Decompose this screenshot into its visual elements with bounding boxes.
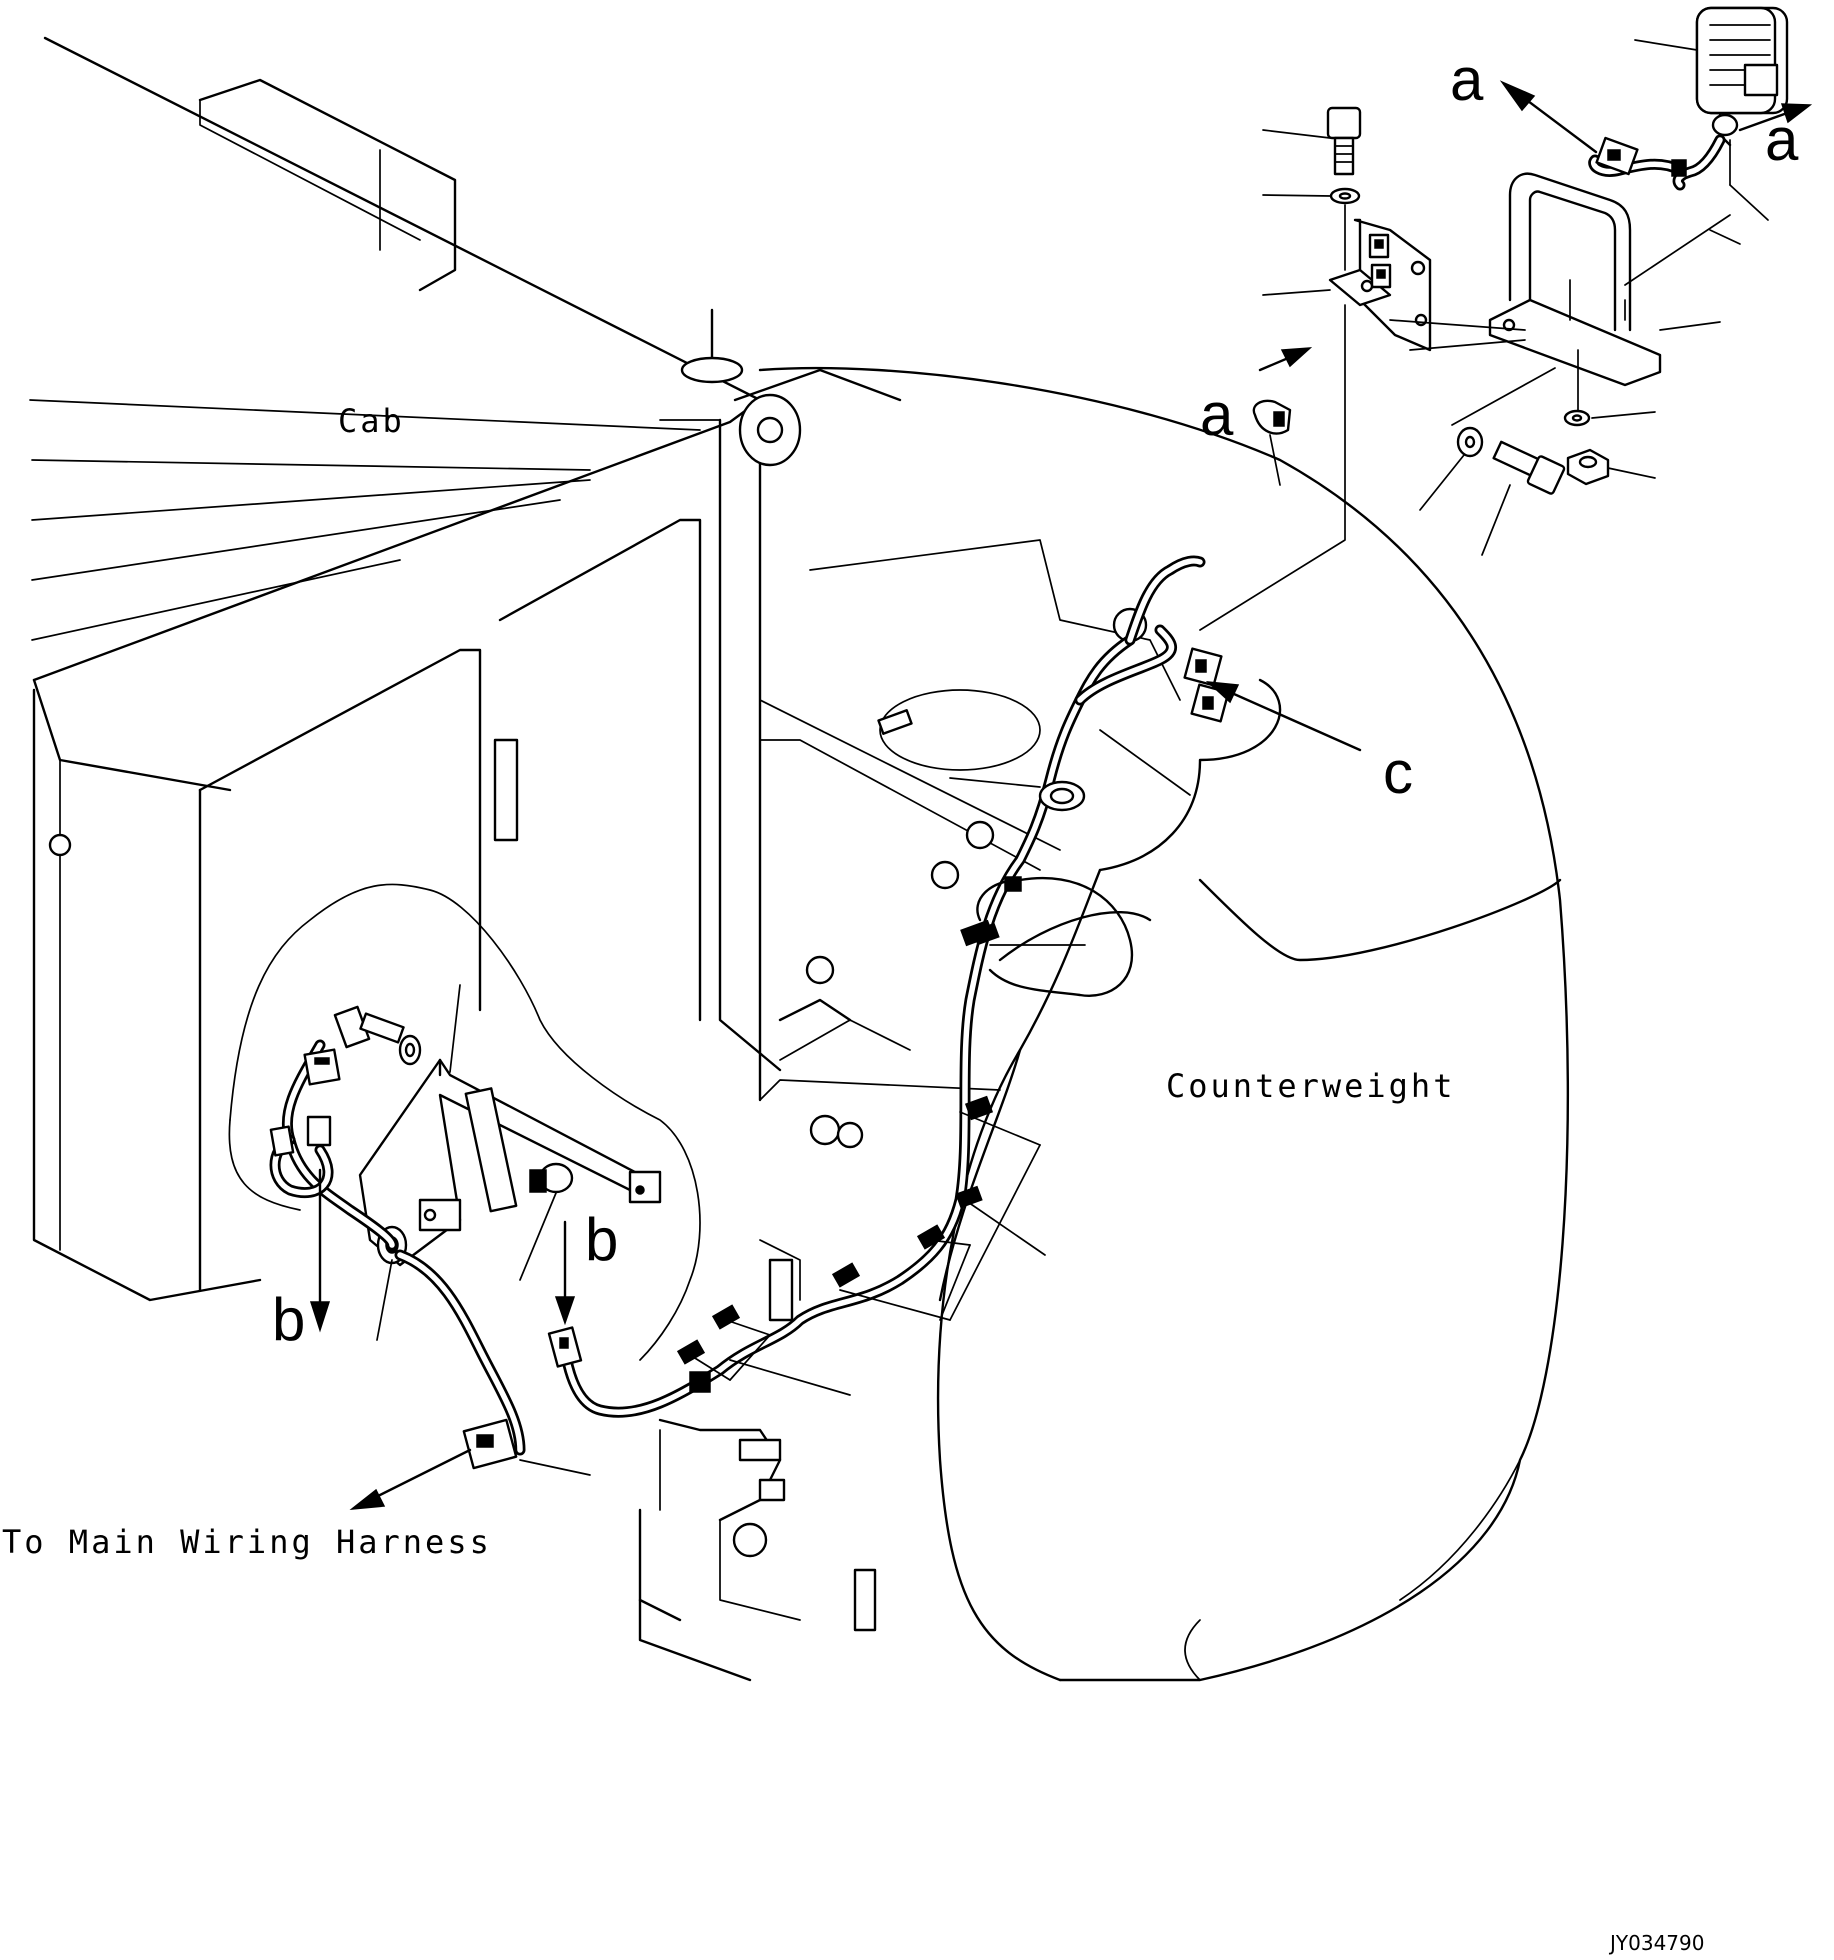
hinge-plate [853, 1568, 877, 1632]
ref-b-label: b [585, 1206, 618, 1273]
hardware-washer-mid [1456, 426, 1484, 458]
counterweight-label: Counterweight [1166, 1067, 1455, 1105]
hardware-washer-top [1329, 187, 1361, 205]
wire-clip [519, 1162, 574, 1281]
main-harness-label: To Main Wiring Harness [2, 1523, 492, 1561]
lamp-cable [1588, 134, 1726, 191]
mounting-bracket [358, 1058, 662, 1267]
cab-label: Cab [338, 402, 405, 440]
assembly-line [1409, 339, 1526, 351]
assembly-line [1451, 367, 1556, 426]
harness-grommet [1038, 780, 1086, 812]
lamp-mount-plate [1328, 218, 1432, 352]
door-hinge [493, 738, 519, 842]
leader-lines [449, 39, 1769, 1476]
ref-b-label: b [272, 1286, 305, 1353]
counterweight-hump [960, 876, 1133, 997]
ref-c-label: c [1383, 739, 1413, 806]
harness-connectors [269, 647, 1230, 1470]
detail-bubble-b [228, 883, 701, 1361]
counterweight-body [758, 366, 1570, 1682]
hardware-nut [1566, 448, 1610, 486]
ref-a-label: a [1450, 46, 1484, 113]
hardware-bolt-right [1492, 440, 1566, 495]
bolt-head [48, 833, 72, 857]
figure-code: JY034790 [1608, 1931, 1704, 1955]
work-lamp [1695, 6, 1789, 147]
hardware-bolt-top [1326, 106, 1362, 176]
lamp-guard [1488, 172, 1662, 387]
hardware-clip [1252, 399, 1292, 435]
hardware-washer-right [1563, 409, 1591, 427]
ref-arrows [309, 80, 1813, 1510]
ref-a-label: a [1200, 381, 1234, 448]
cab-side-frame [32, 418, 782, 1302]
assembly-line [1389, 319, 1526, 331]
roof-mount-post [680, 308, 902, 467]
assembly-line [1199, 304, 1346, 631]
bracket-bolt [333, 1005, 422, 1066]
ref-a-label: a [1765, 106, 1799, 173]
